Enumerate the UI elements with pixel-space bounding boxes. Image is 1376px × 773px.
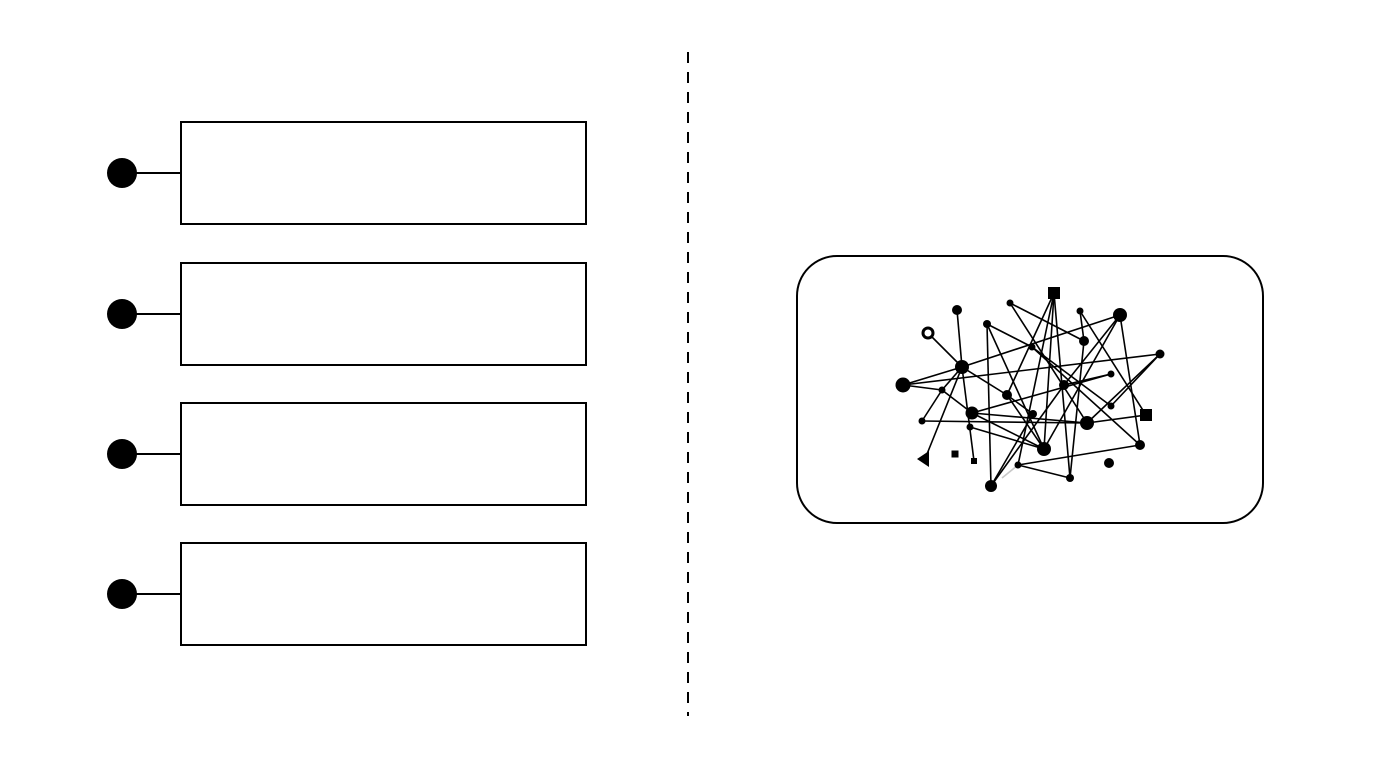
network-edge	[921, 420, 1088, 424]
network-edge	[1086, 414, 1147, 424]
network-node-square	[1140, 409, 1152, 421]
network-edge	[1017, 464, 1071, 479]
bullet-list	[107, 121, 587, 646]
network-node	[1079, 336, 1089, 346]
network-node	[1107, 370, 1115, 378]
network-node	[1066, 474, 1074, 482]
network-edge	[971, 412, 1088, 424]
network-edge	[961, 366, 1008, 396]
network-graph	[895, 287, 1165, 492]
network-nodes	[895, 287, 1165, 492]
network-node	[1135, 440, 1145, 450]
network-edge	[956, 309, 963, 368]
network-edge	[1031, 346, 1112, 407]
network-edge	[1119, 314, 1141, 446]
text-box-1	[180, 121, 587, 225]
text-box-2	[180, 262, 587, 366]
network-edge	[1006, 394, 1034, 415]
network-node	[1107, 402, 1115, 410]
network-node	[1014, 461, 1022, 469]
network-edge	[971, 412, 1045, 450]
network-edge	[1031, 346, 1141, 446]
list-item-2	[107, 262, 587, 366]
network-node	[1028, 343, 1036, 351]
network-edge	[924, 366, 963, 460]
network-node	[965, 406, 979, 420]
network-edge	[1079, 310, 1147, 416]
network-node	[983, 320, 991, 328]
network-panel	[796, 255, 1264, 524]
network-node	[1002, 390, 1012, 400]
network-node	[918, 417, 926, 425]
network-node	[955, 360, 969, 374]
bullet-dot-2	[107, 299, 137, 329]
network-edge	[902, 366, 963, 386]
network-edge	[902, 353, 1161, 386]
text-box-3	[180, 402, 587, 506]
network-edge	[1069, 340, 1085, 479]
network-node-ring	[921, 326, 935, 340]
network-node	[985, 480, 997, 492]
network-node	[1155, 349, 1165, 359]
network-node	[895, 377, 911, 393]
network-edge	[971, 373, 1112, 414]
network-node	[966, 423, 974, 431]
network-edge	[986, 323, 992, 487]
network-edge	[1009, 302, 1085, 342]
bullet-dot-3	[107, 439, 137, 469]
network-node	[952, 305, 962, 315]
network-node-arrow	[917, 451, 929, 467]
network-node-square	[971, 458, 977, 464]
list-item-3	[107, 402, 587, 506]
network-edge	[986, 323, 1033, 348]
network-edge	[1017, 444, 1141, 466]
list-item-4	[107, 542, 587, 646]
network-edge	[986, 323, 1045, 450]
network-edge	[1006, 394, 1045, 450]
network-node	[1006, 299, 1014, 307]
list-item-1	[107, 121, 587, 225]
network-edge	[1017, 292, 1055, 466]
network-node	[1029, 410, 1037, 418]
network-node	[1080, 416, 1094, 430]
network-edge	[921, 389, 943, 422]
network-edge	[990, 384, 1065, 487]
network-edge	[969, 426, 1045, 450]
network-edge	[1079, 310, 1085, 342]
network-edge	[927, 332, 963, 368]
bullet-dot-4	[107, 579, 137, 609]
network-node-square	[951, 450, 959, 458]
network-node	[1059, 380, 1069, 390]
text-box-4	[180, 542, 587, 646]
network-edge	[990, 413, 1034, 487]
network-node	[1104, 458, 1114, 468]
network-node-square	[1048, 287, 1060, 299]
network-node	[1076, 307, 1084, 315]
network-edge	[1063, 314, 1121, 386]
bullet-dot-1	[107, 158, 137, 188]
network-node	[1037, 442, 1051, 456]
network-edge	[1086, 353, 1161, 424]
network-node	[938, 386, 946, 394]
network-node	[1113, 308, 1127, 322]
